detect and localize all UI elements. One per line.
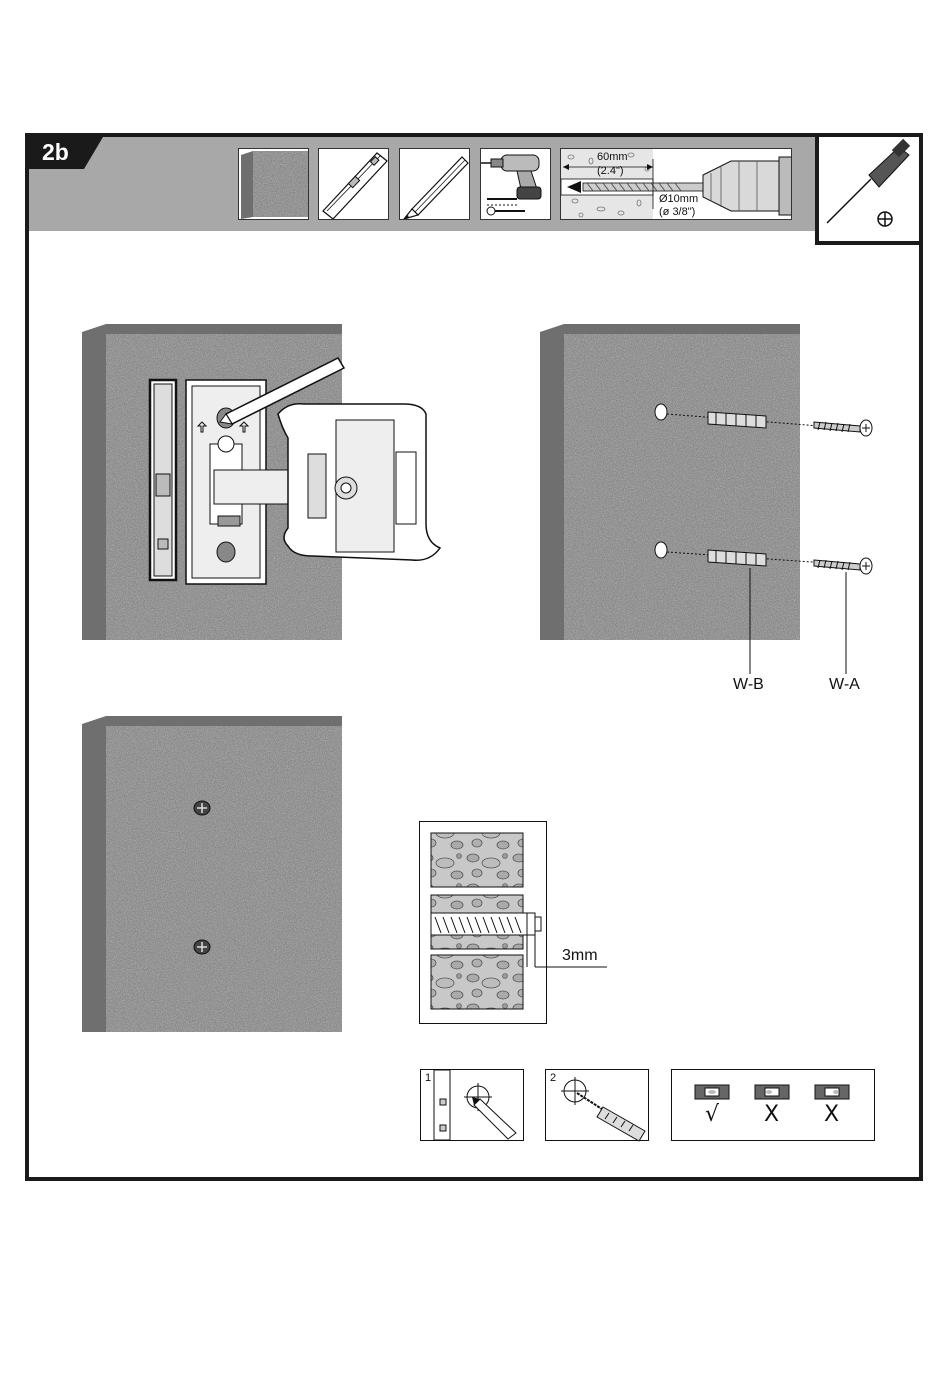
tool-drill-depth: 60mm (2.4") Ø10mm (ø 3/8") xyxy=(560,148,792,220)
tool-wall xyxy=(238,148,309,220)
small-step-1: 1 xyxy=(425,1072,431,1084)
mark-holes-step xyxy=(420,1069,524,1141)
level-correct-mark: √ xyxy=(705,1102,719,1127)
small-step-2: 2 xyxy=(550,1072,556,1084)
anchor-label: W-B xyxy=(733,676,764,694)
screw-label: W-A xyxy=(829,676,860,694)
screw-bottom xyxy=(814,558,872,574)
installed-screw-bottom xyxy=(194,940,210,954)
drill-depth-in: (2.4") xyxy=(597,165,624,177)
level-wrong-mark-1: X xyxy=(764,1102,779,1127)
screw-gap-detail xyxy=(419,821,619,1031)
anchor-insertion-panel xyxy=(540,324,880,644)
wall-icon xyxy=(239,149,309,220)
phillips-screwdriver-icon xyxy=(819,137,919,241)
step-number: 2b xyxy=(42,139,69,166)
drill-diameter-mm: Ø10mm xyxy=(659,193,698,205)
drill-depth-mm: 60mm xyxy=(597,151,628,163)
level-wrong-right-icon xyxy=(815,1085,849,1099)
gap-label: 3mm xyxy=(562,947,598,965)
spirit-level-icon xyxy=(319,149,389,220)
screwdriver-box xyxy=(815,133,923,245)
screws-installed-panel xyxy=(82,716,342,1036)
power-drill-icon xyxy=(481,149,551,220)
level-wrong-left-icon xyxy=(755,1085,789,1099)
level-correct-icon xyxy=(695,1085,729,1099)
pencil-icon xyxy=(400,149,470,220)
wall-marking-panel xyxy=(82,324,442,644)
tool-drill xyxy=(480,148,551,220)
drill-holes-step xyxy=(545,1069,649,1141)
installed-screw-top xyxy=(194,801,210,815)
screw-top xyxy=(814,420,872,436)
tool-spirit-level xyxy=(318,148,389,220)
drill-diameter-in: (ø 3/8") xyxy=(659,206,695,218)
level-wrong-mark-2: X xyxy=(824,1102,839,1127)
tool-pencil xyxy=(399,148,470,220)
